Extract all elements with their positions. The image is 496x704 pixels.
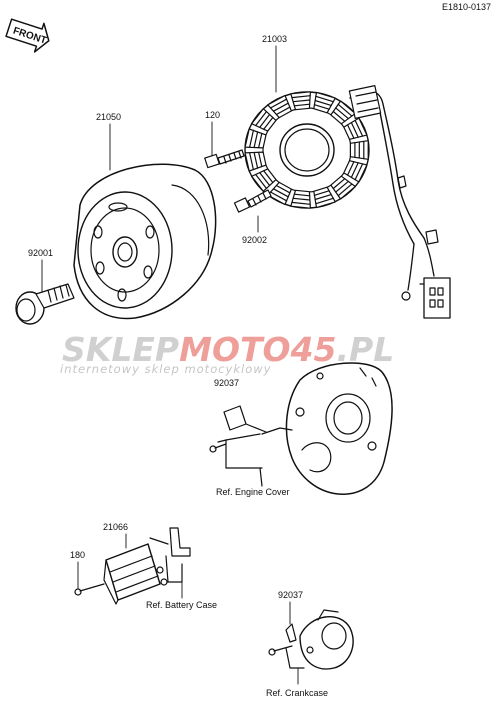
- part-number-21066: 21066: [103, 522, 129, 532]
- leader-lines: [41, 45, 299, 685]
- stator-coil-tooth: [251, 168, 277, 192]
- watermark-tagline: internetowy sklep motocyklowy: [60, 362, 272, 376]
- part-number-92037-upper: 92037: [214, 378, 240, 388]
- drawing-code: E1810-0137: [442, 2, 492, 12]
- stator-winding-line: [249, 152, 254, 171]
- stator-coil-tooth: [330, 175, 356, 200]
- stator-winding-line: [263, 116, 274, 130]
- engine-cover: [285, 362, 393, 495]
- stator-winding-line: [337, 103, 353, 117]
- part-number-92001: 92001: [28, 248, 54, 258]
- stator-winding-line: [292, 99, 311, 103]
- stator-winding-line: [272, 102, 289, 112]
- stator-winding-line: [313, 104, 330, 110]
- stator-coil-tooth: [251, 108, 277, 132]
- stator-winding-line: [335, 180, 349, 193]
- watermark-moto: MOTO: [179, 330, 291, 369]
- stator-winding-line: [293, 103, 311, 107]
- watermark-45: 45: [290, 330, 337, 369]
- stator-coil-tooth: [313, 186, 336, 209]
- stator-winding-line: [315, 197, 334, 205]
- flywheel-rotor-21050: [73, 163, 217, 320]
- stator-coil-tooth: [267, 94, 292, 119]
- part-number-92002: 92002: [242, 235, 268, 245]
- stator-winding-line: [332, 178, 346, 190]
- watermark-logo: SKLEPMOTO45.PL: [62, 330, 394, 369]
- stator-winding-line: [350, 121, 359, 138]
- stator-winding-line: [347, 161, 355, 176]
- stator-winding-line: [291, 95, 311, 99]
- regulator-rectifier-21066: [74, 543, 161, 605]
- watermark-sklep: SKLEP: [62, 330, 180, 369]
- stator-winding-line: [253, 131, 259, 149]
- stator-winding-line: [255, 173, 268, 190]
- bolt-92001: [15, 283, 75, 325]
- stator-winding-line: [275, 106, 291, 116]
- stator-winding-line: [314, 194, 332, 201]
- stator-winding-line: [270, 191, 288, 202]
- stator-winding-line: [270, 98, 288, 109]
- stator-winding-line: [354, 119, 364, 137]
- stator-winding-line: [253, 151, 259, 169]
- part-number-180: 180: [70, 550, 86, 560]
- part-number-92037-lower: 92037: [278, 590, 304, 600]
- stator-winding-line: [347, 124, 355, 139]
- ref-crankcase: Ref. Crankcase: [266, 688, 329, 698]
- stator-winding-line: [313, 190, 330, 196]
- stator-winding-line: [259, 113, 271, 129]
- stator-winding-line: [332, 110, 346, 122]
- ref-engine-cover: Ref. Engine Cover: [216, 487, 290, 497]
- stator-winding-line: [354, 163, 364, 181]
- part-number-21050: 21050: [96, 112, 122, 122]
- stator-winding-line: [258, 151, 263, 168]
- stator-winding-line: [275, 184, 291, 194]
- stator-21003: [244, 85, 451, 319]
- bolt-120: [204, 149, 245, 169]
- stator-winding-line: [259, 172, 271, 187]
- ref-battery-case: Ref. Battery Case: [146, 600, 218, 610]
- stator-winding-line: [291, 201, 311, 205]
- stator-winding-line: [249, 129, 254, 148]
- stator-winding-line: [292, 197, 311, 201]
- clamp-92037-upper: [209, 405, 293, 487]
- stator-winding-line: [315, 95, 334, 103]
- stator-winding-line: [293, 193, 311, 197]
- crankcase-assembly: [268, 609, 354, 670]
- stator-coil-tooth: [313, 91, 336, 114]
- bolt-92002: [233, 189, 272, 213]
- stator-winding-line: [272, 188, 289, 198]
- part-number-120: 120: [205, 110, 221, 120]
- stator-winding-line: [350, 162, 359, 178]
- stator-winding-line: [337, 183, 353, 197]
- stator-winding-line: [258, 132, 263, 149]
- battery-case-bracket: [149, 527, 191, 586]
- stator-winding-line: [263, 170, 274, 184]
- watermark-pl: .PL: [336, 330, 395, 369]
- front-arrow-icon: [5, 18, 50, 53]
- stator-winding-line: [255, 110, 268, 127]
- stator-coil-tooth: [267, 181, 292, 206]
- part-number-21003: 21003: [262, 34, 288, 44]
- stator-winding-line: [314, 99, 332, 107]
- stator-winding-line: [335, 107, 349, 120]
